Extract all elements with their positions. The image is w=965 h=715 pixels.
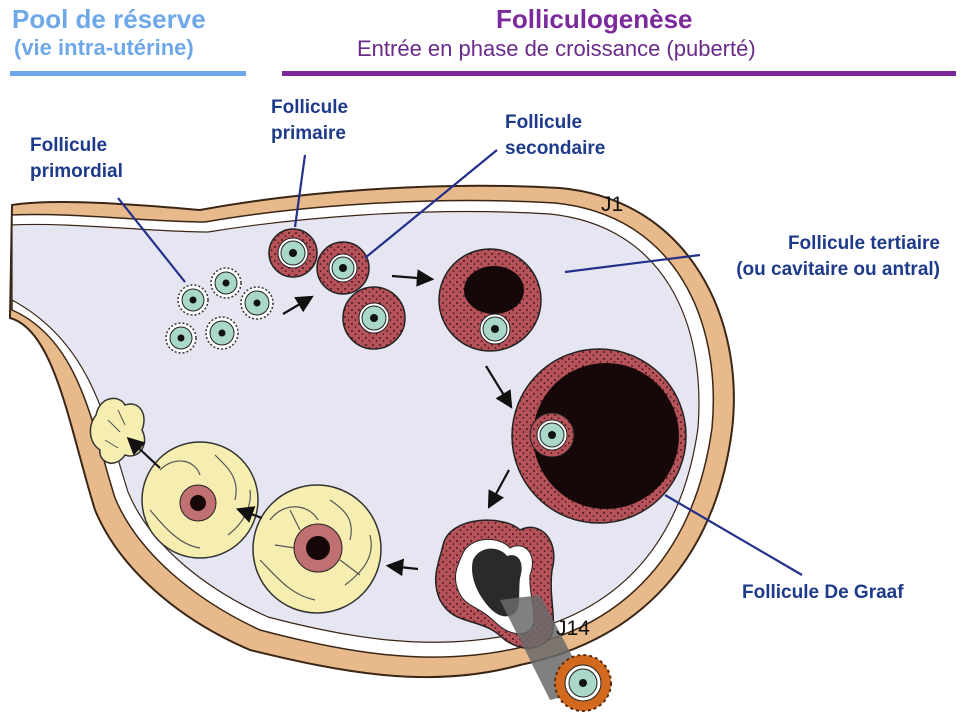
primordial-follicle: [166, 323, 196, 353]
label-primordial-line-2: primordial: [30, 159, 123, 185]
secondary-follicle: [317, 242, 369, 294]
label-de-graaf: Follicule De Graaf: [742, 580, 904, 606]
label-follicule-tertiaire: Follicule tertiaire (ou cavitaire ou ant…: [680, 231, 940, 283]
label-primaire-line-2: primaire: [271, 121, 348, 147]
label-j1: J1: [601, 193, 623, 217]
corpus-luteum: [253, 485, 381, 613]
label-j14: J14: [556, 617, 590, 641]
label-follicule-de-graaf: Follicule De Graaf: [742, 580, 904, 606]
label-tertiaire-line-1: Follicule tertiaire: [680, 231, 940, 257]
secondary-follicle: [343, 287, 405, 349]
tertiary-follicle: [439, 249, 541, 351]
primordial-follicle: [178, 285, 208, 315]
label-follicule-secondaire: Follicule secondaire: [505, 110, 605, 162]
label-secondaire-line-1: Follicule: [505, 110, 605, 136]
primary-follicle: [269, 229, 317, 277]
label-tertiaire-line-2: (ou cavitaire ou antral): [680, 257, 940, 283]
label-follicule-primaire: Follicule primaire: [271, 95, 348, 147]
label-primordial-line-1: Follicule: [30, 133, 123, 159]
graafian-follicle: [512, 349, 686, 523]
label-secondaire-line-2: secondaire: [505, 136, 605, 162]
label-primaire-line-1: Follicule: [271, 95, 348, 121]
label-follicule-primordial: Follicule primordial: [30, 133, 123, 185]
primordial-follicle: [206, 317, 238, 349]
primordial-follicle: [241, 287, 273, 319]
ovulated-oocyte: [555, 655, 611, 711]
primordial-follicle: [211, 268, 241, 298]
corpus-luteum-regressing: [142, 442, 258, 558]
